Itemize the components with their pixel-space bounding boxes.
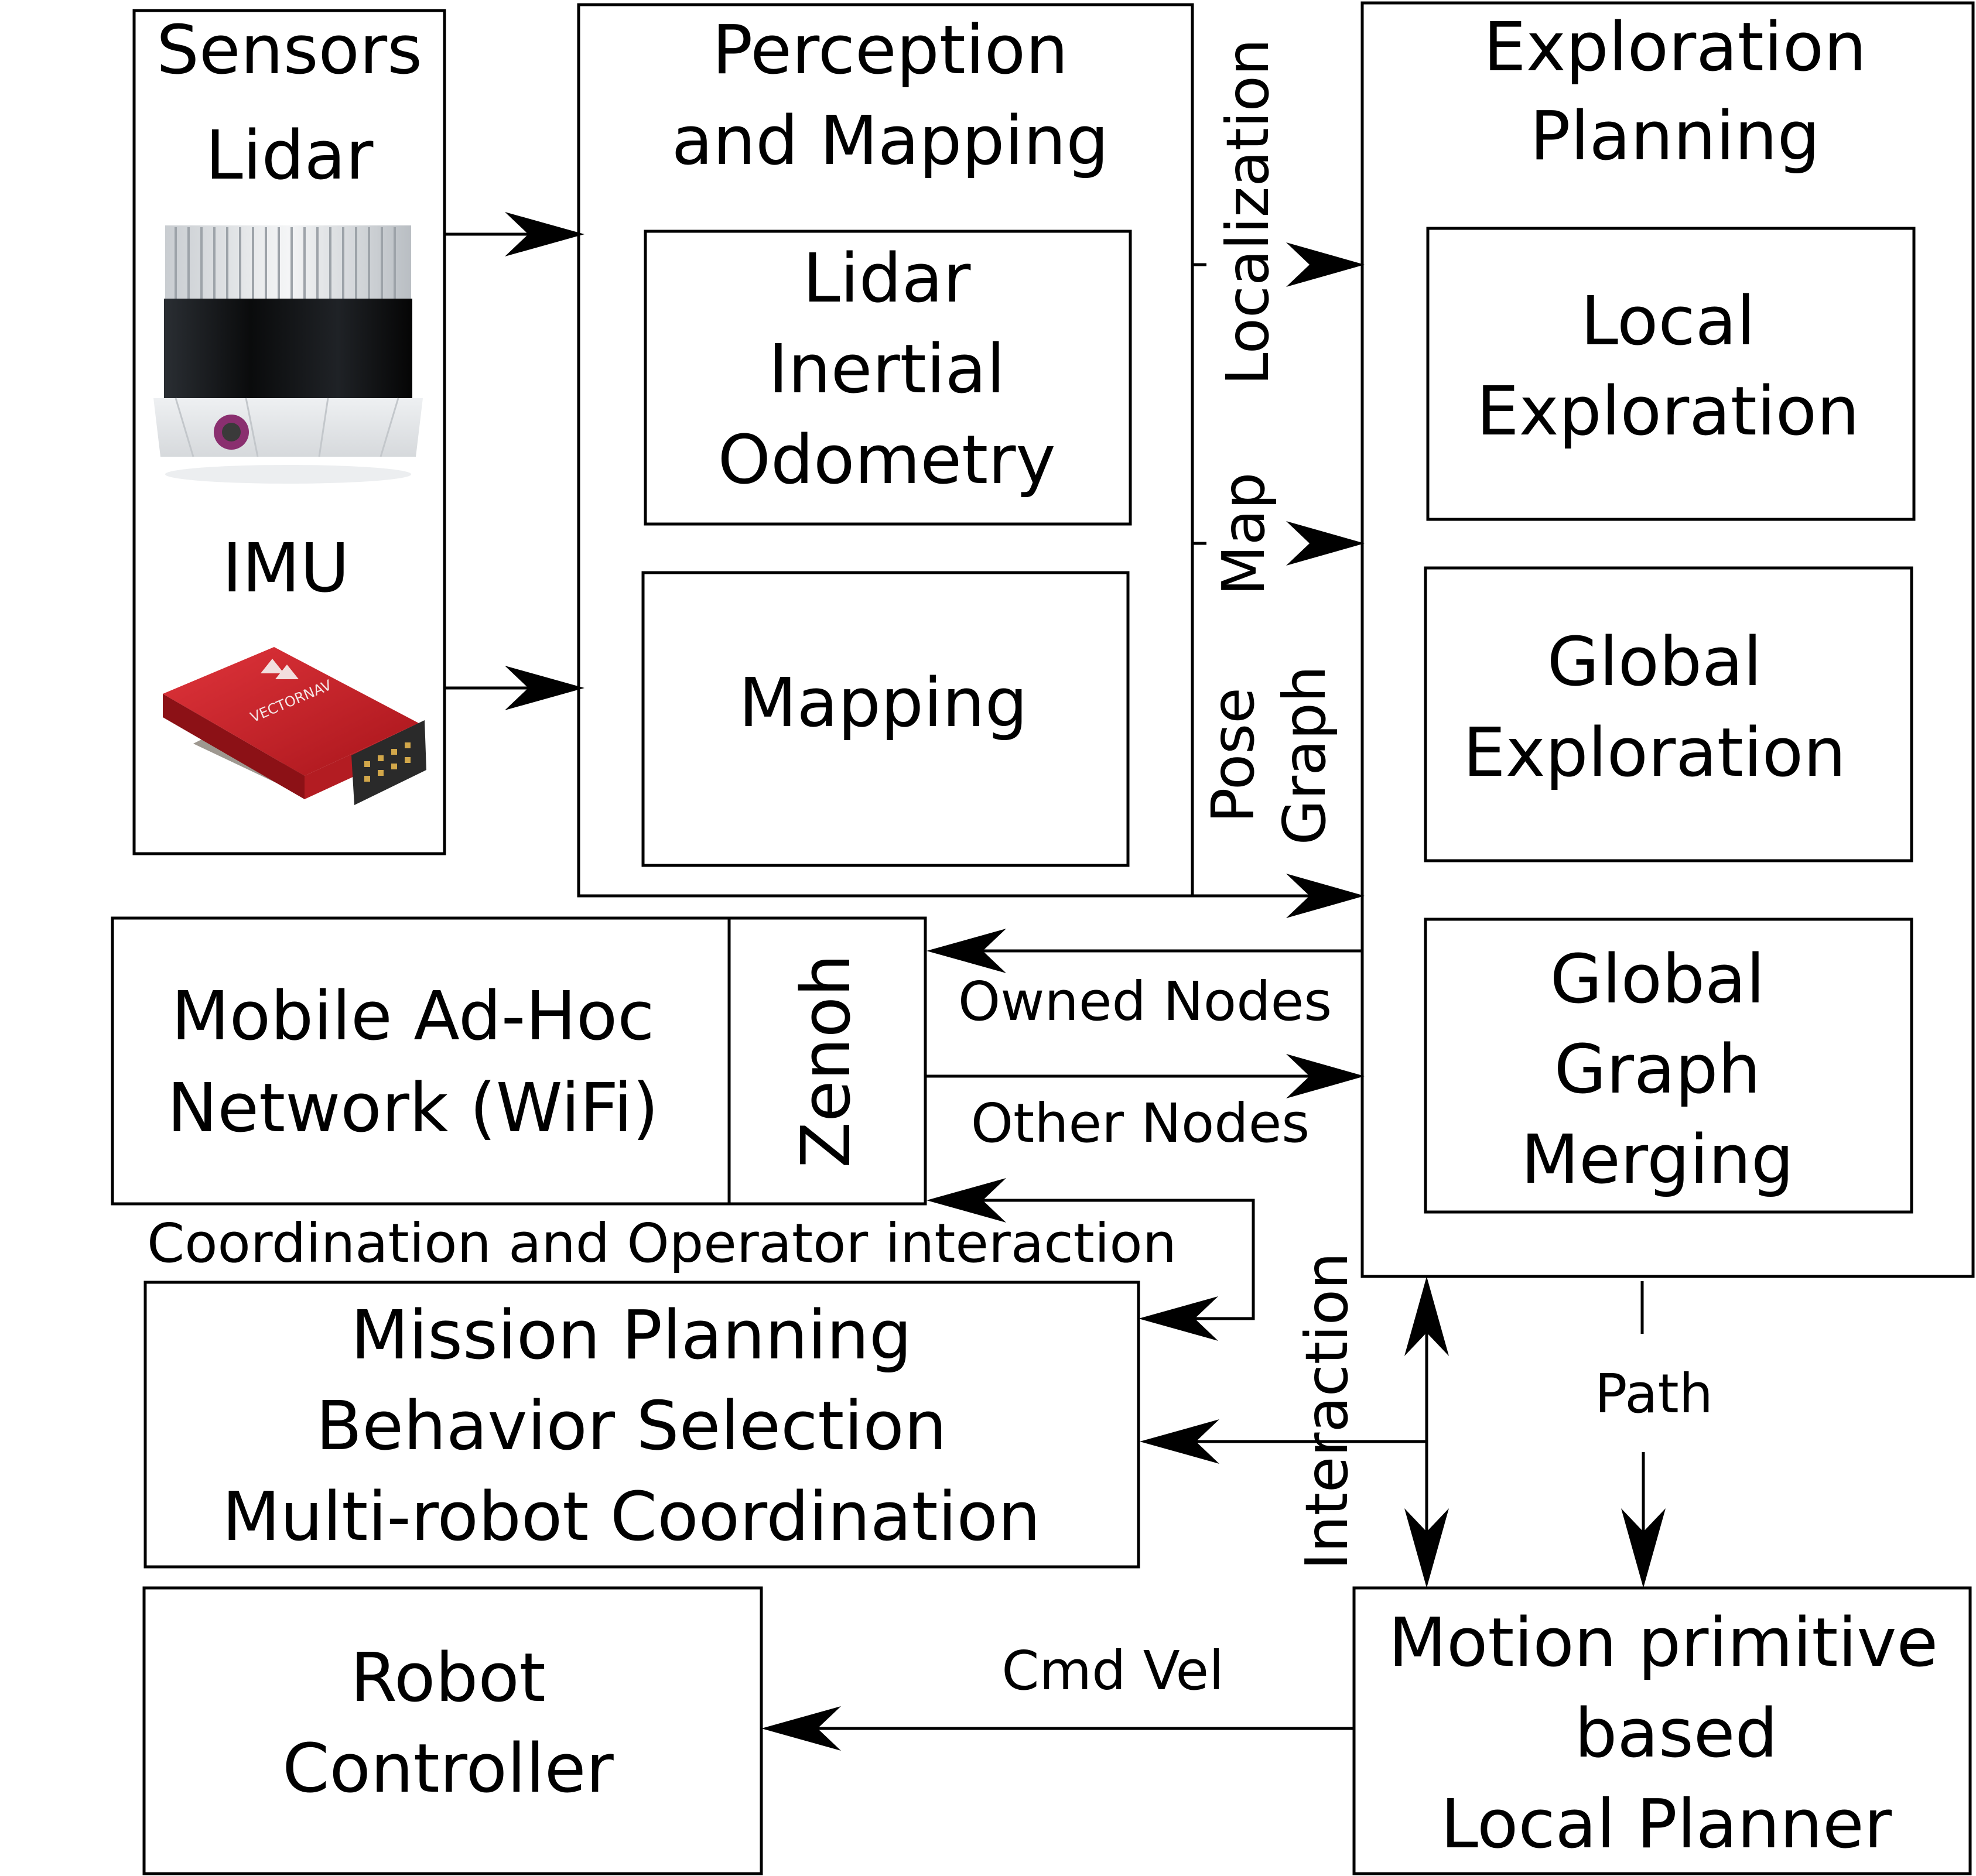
perception-block: Perception and Mapping Lidar Inertial Od… (577, 3, 1194, 898)
lidar-inertial-odometry-box (644, 230, 1132, 526)
lio-line2: Inertial (768, 330, 1005, 409)
global-graph-merging-box (1424, 918, 1913, 1214)
coordination-arrowhead-to-zenoh (927, 1178, 1006, 1223)
perception-title-line2: and Mapping (672, 102, 1109, 180)
graph-merging-line2: Graph (1554, 1031, 1761, 1109)
mission-line3: Multi-robot Coordination (222, 1478, 1041, 1556)
robot-controller-block: Robot Controller (142, 1586, 763, 1875)
lio-line3: Odometry (717, 421, 1055, 499)
path-label: Path (1595, 1363, 1713, 1425)
graph-label: Graph (1270, 666, 1339, 845)
coordination-label: Coordination and Operator interaction (147, 1212, 1177, 1275)
global-exploration-line1: Global (1547, 623, 1762, 701)
mapping-label: Mapping (739, 664, 1028, 742)
local-planner-block: Motion primitive based Local Planner (1352, 1586, 1972, 1875)
mission-line2: Behavior Selection (316, 1387, 946, 1466)
sensors-block: Sensors Lidar (132, 9, 446, 855)
lidar-label: Lidar (206, 117, 374, 195)
graph-merging-line3: Merging (1521, 1121, 1794, 1199)
robot-controller-box (142, 1586, 763, 1875)
path-arrowhead (1621, 1508, 1666, 1588)
coordination-arrowhead-to-mission (1139, 1296, 1218, 1341)
local-planner-line2: based (1574, 1694, 1777, 1773)
mission-block: Mission Planning Behavior Selection Mult… (143, 1281, 1140, 1569)
exploration-title-line2: Planning (1530, 97, 1820, 176)
other-nodes-arrowhead (1286, 1054, 1365, 1098)
imu-label: IMU (222, 529, 349, 608)
lio-line1: Lidar (803, 239, 971, 318)
robot-controller-line2: Controller (282, 1730, 614, 1808)
robot-controller-line1: Robot (350, 1639, 546, 1717)
mission-planning-box (143, 1281, 1140, 1569)
interaction-arrowhead-to-mission (1140, 1419, 1219, 1464)
sensors-title: Sensors (156, 11, 422, 90)
local-exploration-box (1426, 227, 1916, 521)
imu-sensor-image: VECTORNAV (163, 647, 426, 805)
lidar-sensor-image (153, 225, 423, 484)
network-box (111, 916, 927, 1206)
localization-arrowhead (1286, 242, 1365, 287)
pose-graph-arrowhead (1286, 874, 1365, 918)
pose-label: Pose (1199, 687, 1267, 823)
graph-merging-line1: Global (1550, 940, 1765, 1019)
local-exploration-line1: Local (1581, 282, 1755, 361)
map-arrowhead (1286, 521, 1365, 566)
network-block: Mobile Ad-Hoc Network (WiFi) Zenoh (111, 916, 927, 1206)
zenoh-label: Zenoh (787, 954, 866, 1168)
mapping-box (641, 571, 1130, 867)
owned-nodes-arrowhead (927, 929, 1006, 973)
coordination-line (960, 1199, 1255, 1320)
other-nodes-label: Other Nodes (971, 1092, 1310, 1155)
interaction-arrowhead-down (1404, 1508, 1449, 1588)
cmd-vel-arrowhead (761, 1706, 841, 1751)
network-line2: Network (WiFi) (167, 1069, 658, 1148)
mission-line1: Mission Planning (351, 1296, 912, 1375)
lidar-to-perception-arrowhead (505, 212, 584, 256)
interaction-label: Interaction (1293, 1252, 1361, 1570)
global-exploration-line2: Exploration (1463, 714, 1846, 792)
cmd-vel-label: Cmd Vel (1001, 1639, 1223, 1702)
local-planner-line1: Motion primitive (1389, 1604, 1938, 1682)
owned-nodes-label: Owned Nodes (958, 970, 1332, 1033)
interaction-arrowhead-up (1404, 1276, 1449, 1356)
global-exploration-box (1424, 566, 1913, 862)
exploration-title-line1: Exploration (1483, 8, 1866, 87)
localization-label: Localization (1213, 39, 1282, 385)
connectors: Localization Map Pose Graph Owned Nodes … (147, 39, 1713, 1751)
network-line1: Mobile Ad-Hoc (172, 977, 655, 1056)
map-label: Map (1209, 472, 1278, 595)
perception-title-line1: Perception (712, 11, 1068, 90)
local-planner-box (1352, 1586, 1972, 1875)
imu-to-perception-arrowhead (505, 666, 584, 710)
local-planner-line3: Local Planner (1441, 1785, 1892, 1864)
local-exploration-line2: Exploration (1476, 372, 1859, 451)
exploration-block: Exploration Planning Local Exploration G… (1360, 1, 1975, 1278)
